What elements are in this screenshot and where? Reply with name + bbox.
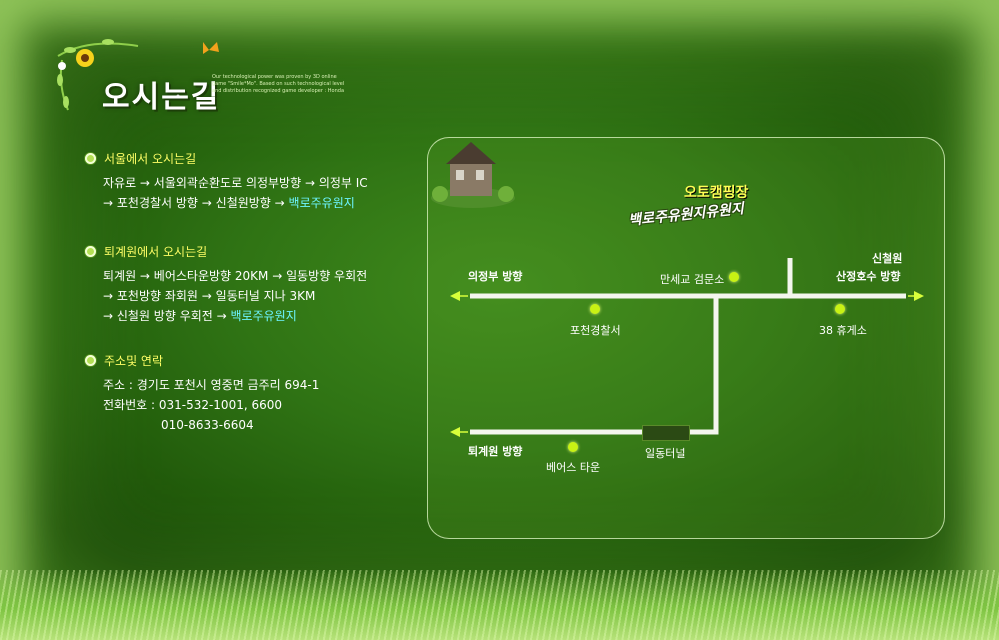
police-marker <box>590 304 600 314</box>
bullet-icon <box>85 153 96 164</box>
route-map: 오토캠핑장 백로주유원지유원지 의정부 방향 신철원 산정호수 방향 만세교 검… <box>427 137 945 539</box>
direction-line: 퇴계원 → 베어스타운방향 20KM → 일동방향 우회전 <box>103 269 368 283</box>
bullet-icon <box>85 355 96 366</box>
label-bears-town: 베어스 타운 <box>546 461 601 474</box>
address-line: 주소 : 경기도 포천시 영중면 금주리 694-1 <box>103 378 320 392</box>
south-road <box>470 296 719 435</box>
direction-line: 자유로 → 서울외곽순환도로 의정부방향 → 의정부 IC <box>103 176 368 190</box>
campsite-house-icon <box>431 142 515 208</box>
rest-area-marker <box>835 304 845 314</box>
section-from-seoul: 서울에서 오시는길 자유로 → 서울외곽순환도로 의정부방향 → 의정부 IC … <box>85 150 368 213</box>
section-heading: 주소및 연락 <box>104 354 164 368</box>
section-contact: 주소및 연락 주소 : 경기도 포천시 영중면 금주리 694-1 전화번호 :… <box>85 352 319 435</box>
vine-flower-decoration <box>57 39 219 111</box>
mobile-line: 010-8633-6604 <box>161 418 254 432</box>
direction-line: → 포천경찰서 방향 → 신철원방향 → <box>103 196 289 210</box>
page-title: 오시는길 <box>102 80 221 115</box>
road-network <box>450 258 924 437</box>
direction-line: → 신철원 방향 우회전 → <box>103 309 231 323</box>
label-police: 포천경찰서 <box>570 324 621 337</box>
label-tunnel: 일동터널 <box>645 447 686 460</box>
grass-strip <box>0 570 999 640</box>
label-rest-area: 38 휴게소 <box>819 324 867 337</box>
page-subtitle: Our technological power was proven by 3D… <box>212 74 345 94</box>
bears-town-marker <box>568 442 578 452</box>
label-sanjeong-lake: 산정호수 방향 <box>836 270 901 283</box>
label-cheolwon: 신철원 <box>872 252 903 265</box>
section-heading: 퇴계원에서 오시는길 <box>104 245 208 259</box>
section-heading: 서울에서 오시는길 <box>104 152 197 166</box>
label-toegyewon: 퇴계원 방향 <box>468 445 523 458</box>
bullet-icon <box>85 246 96 257</box>
destination-highlight: 백로주유원지 <box>288 196 355 210</box>
checkpoint-marker <box>729 272 739 282</box>
label-checkpoint: 만세교 검문소 <box>660 273 725 286</box>
label-uijeongbu: 의정부 방향 <box>468 270 523 283</box>
tunnel-marker <box>642 425 690 441</box>
direction-line: → 포천방향 좌회원 → 일동터널 지나 3KM <box>103 289 316 303</box>
phone-line: 전화번호 : 031-532-1001, 6600 <box>103 398 283 412</box>
campsite-title: 오토캠핑장 <box>684 185 749 201</box>
section-from-toegyewon: 퇴계원에서 오시는길 퇴계원 → 베어스타운방향 20KM → 일동방향 우회전… <box>85 243 367 326</box>
destination-highlight: 백로주유원지 <box>230 309 297 323</box>
